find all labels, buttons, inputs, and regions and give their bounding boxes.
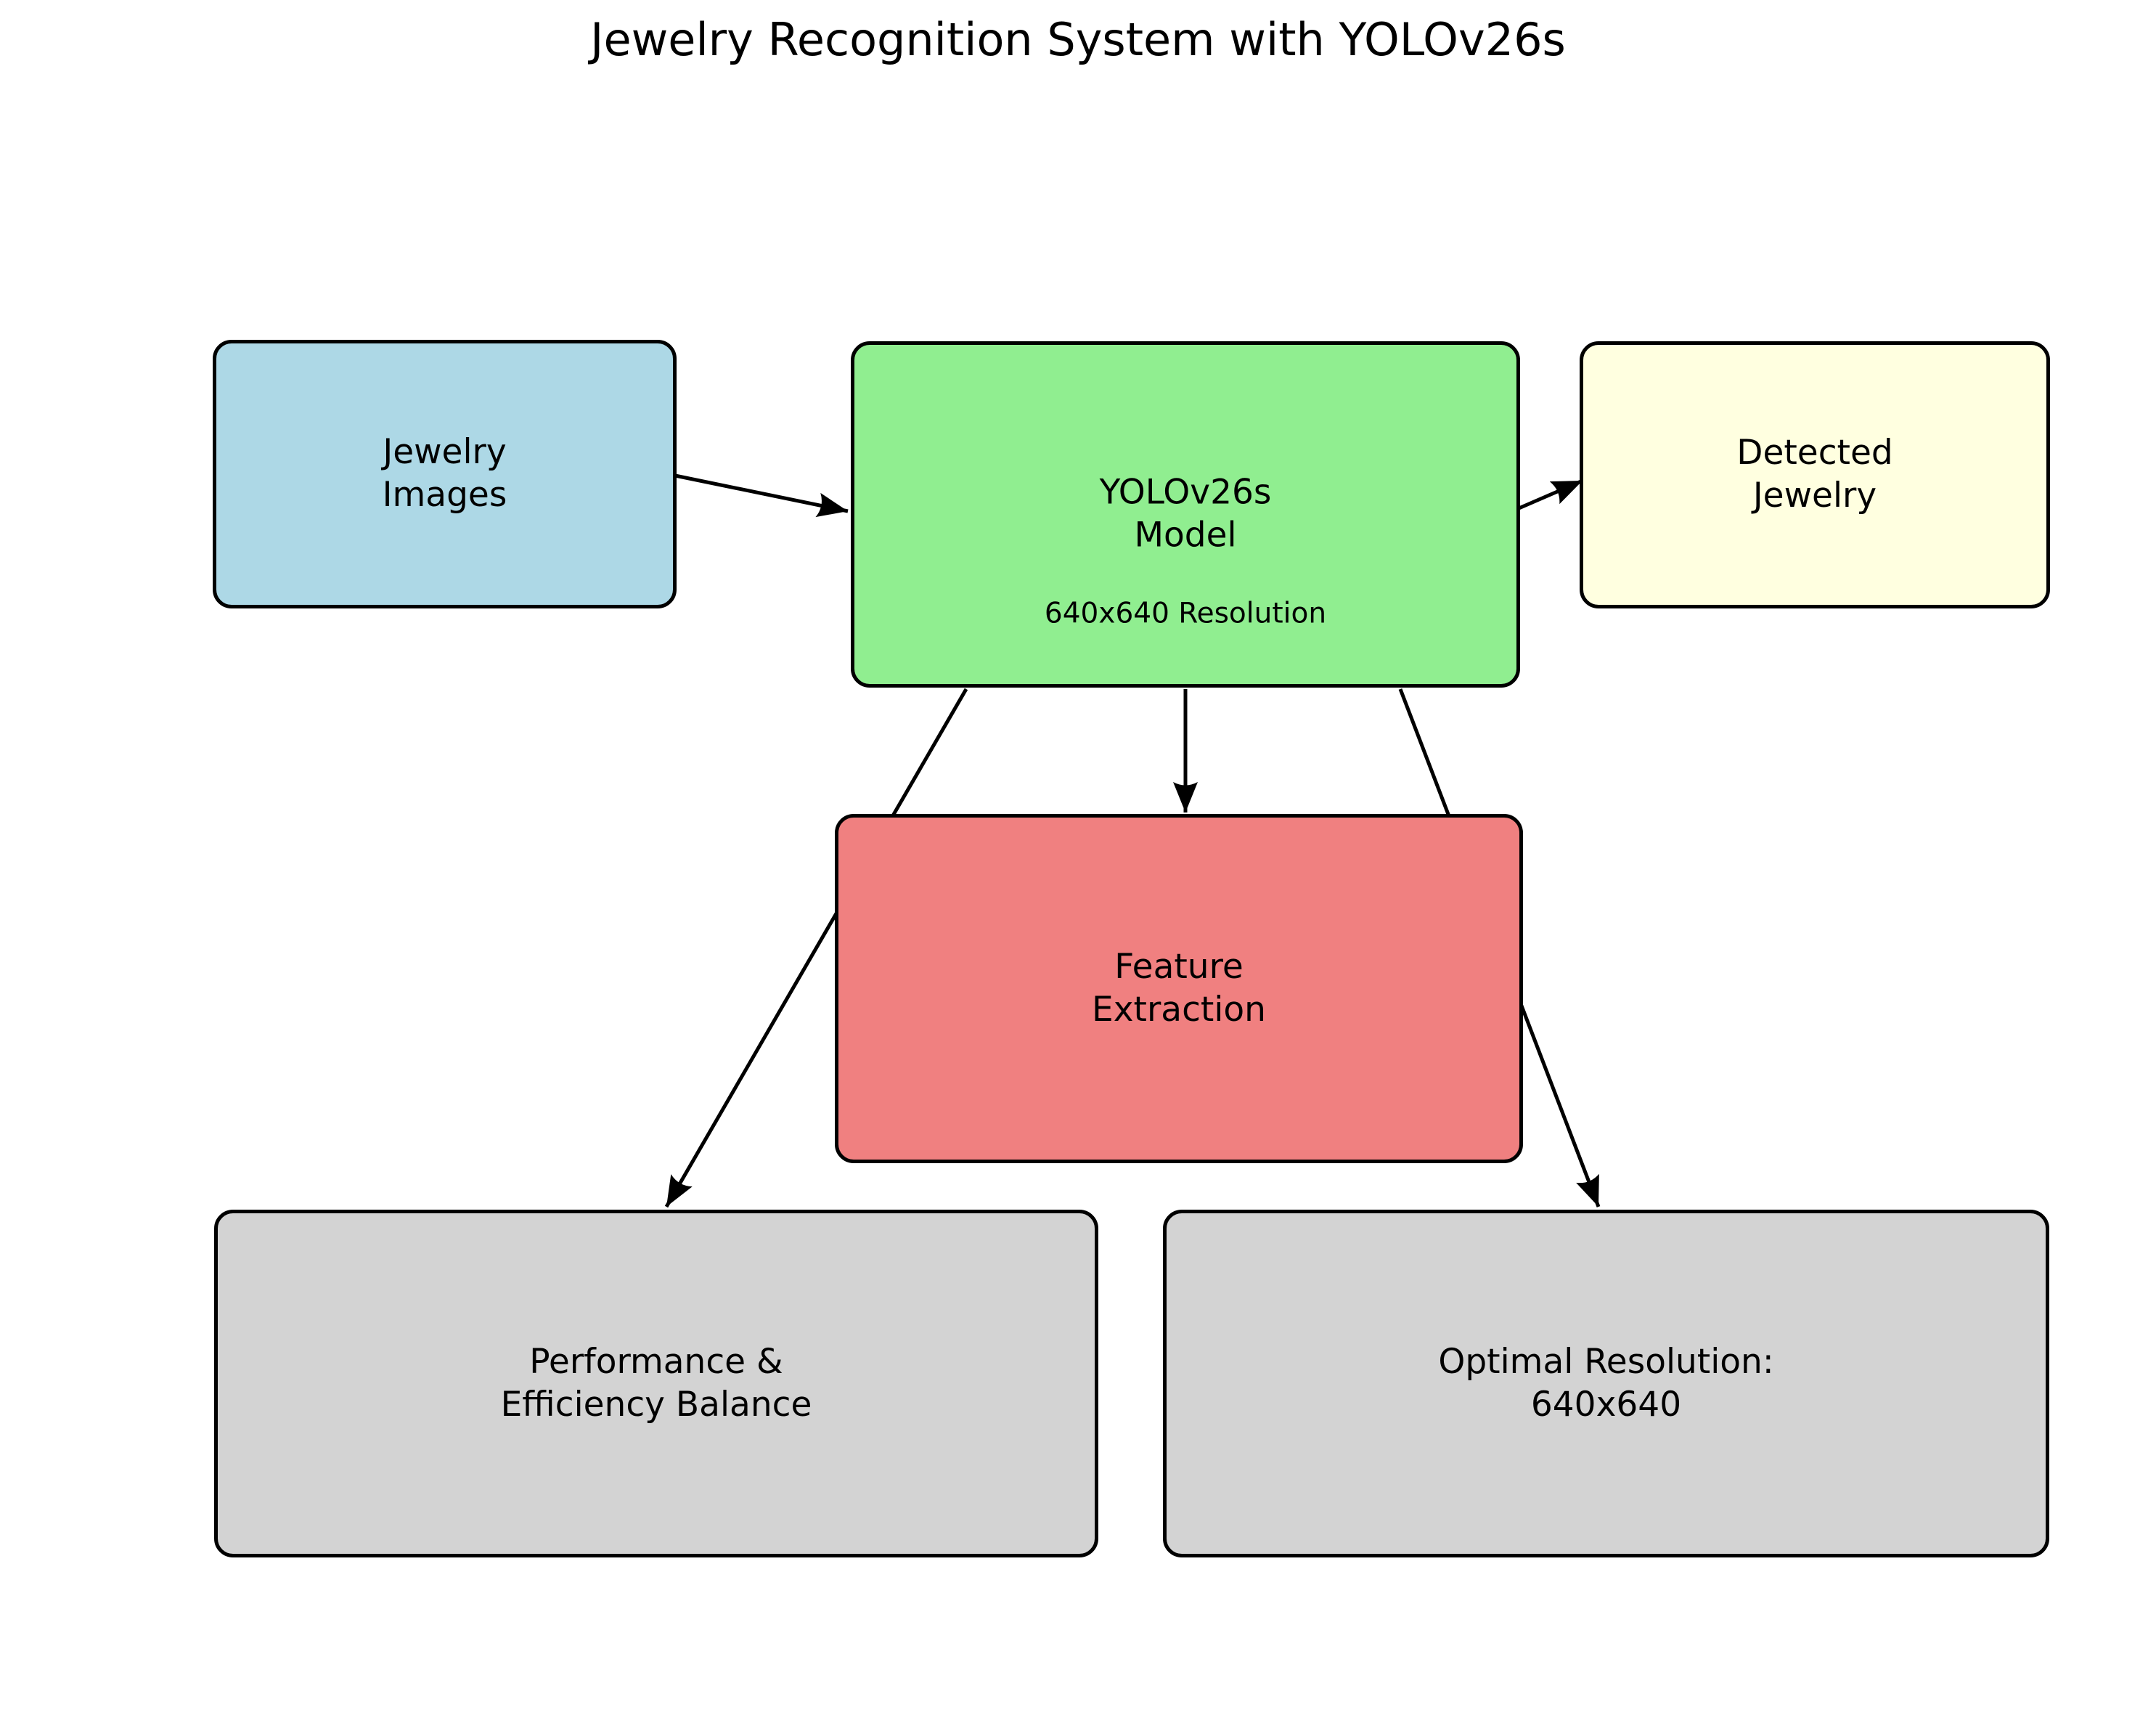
node-optimal-resolution: Optimal Resolution: 640x640 <box>1163 1210 2049 1557</box>
node-yolo-model-sublabel: 640x640 Resolution <box>1044 597 1327 630</box>
node-optimal-resolution-label: Optimal Resolution: 640x640 <box>1438 1341 1774 1425</box>
node-yolo-model: YOLOv26s Model 640x640 Resolution <box>851 341 1520 688</box>
node-jewelry-images: Jewelry Images <box>213 340 677 608</box>
node-detected-jewelry-label: Detected Jewelry <box>1736 433 1893 516</box>
node-jewelry-images-label: Jewelry Images <box>382 432 507 515</box>
arrow-model-to-detected <box>1516 478 1583 511</box>
arrow-model-to-performance <box>664 688 968 1208</box>
node-feature-extraction: Feature Extraction <box>835 814 1523 1163</box>
node-performance-balance-label: Performance & Efficiency Balance <box>500 1341 812 1425</box>
node-yolo-model-label: YOLOv26s Model <box>1099 472 1272 555</box>
diagram-title: Jewelry Recognition System with YOLOv26s <box>590 13 1566 66</box>
arrow-images-to-model <box>674 473 849 518</box>
node-performance-balance: Performance & Efficiency Balance <box>214 1210 1098 1557</box>
node-detected-jewelry: Detected Jewelry <box>1580 341 2050 608</box>
node-feature-extraction-label: Feature Extraction <box>1092 946 1266 1030</box>
